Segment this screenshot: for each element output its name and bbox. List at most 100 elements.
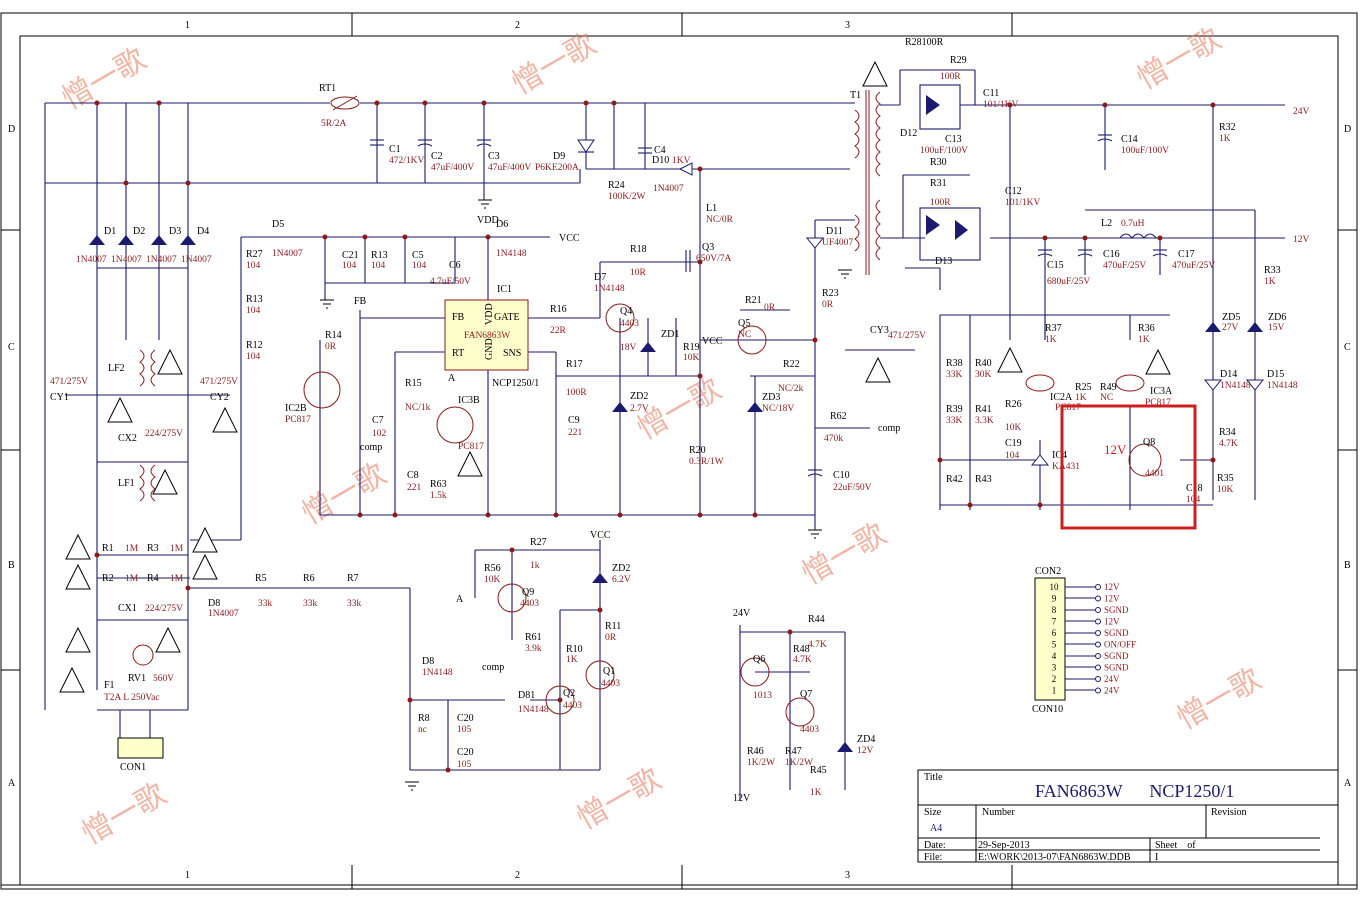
file-caption: File: xyxy=(924,852,942,863)
c12-label: C12 xyxy=(1005,186,1022,197)
warning-triangle-icon xyxy=(59,666,85,693)
r19-label: R19 xyxy=(683,342,700,353)
zd2b-value: 6.2V xyxy=(612,575,631,585)
r49-label: R49 xyxy=(1100,382,1117,393)
l1-value: NC/0R xyxy=(706,215,734,225)
q6-label: Q6 xyxy=(753,654,765,665)
r28-label: R28100R xyxy=(905,37,944,48)
q9-label: Q9 xyxy=(522,587,534,598)
date-value: 29-Sep-2013 xyxy=(978,840,1030,851)
con2-pin-terminal xyxy=(1095,676,1101,682)
r40-label: R40 xyxy=(975,358,992,369)
c15-label: C15 xyxy=(1047,260,1064,271)
cx1-label: CX1 xyxy=(118,603,137,614)
r24-label: R24 xyxy=(608,180,625,191)
d1-label: D1 xyxy=(104,226,116,237)
q4-value: 4403 xyxy=(620,319,639,329)
lf1-label: LF1 xyxy=(118,478,135,489)
r41-value: 3.3K xyxy=(975,416,994,426)
out-12v-label: 12V xyxy=(1293,235,1310,245)
r63-value: 1.5k xyxy=(430,491,447,501)
zd5-value: 27V xyxy=(1222,323,1239,333)
c4-value: 1KV xyxy=(672,156,691,166)
zd1-label: ZD1 xyxy=(661,329,679,340)
r17-value: 100R xyxy=(566,388,587,398)
d8b-value: 1N4148 xyxy=(422,668,453,678)
warning-triangle-icon xyxy=(192,553,218,580)
rt1-label: RT1 xyxy=(319,83,336,94)
r26-label: R26 xyxy=(1005,399,1022,410)
r19-value: 10K xyxy=(683,353,700,363)
r14-label: R14 xyxy=(325,330,342,341)
c6-value: 4.7uF/50V xyxy=(430,277,471,287)
zd2b-label: ZD2 xyxy=(612,563,630,574)
r25-value: 1K xyxy=(1075,393,1087,403)
con2-pin-signal: SGND xyxy=(1104,605,1129,615)
r12-value: 104 xyxy=(246,352,261,362)
con2-pin-signal: 24V xyxy=(1104,686,1120,696)
r26-value: 10K xyxy=(1005,423,1022,433)
q6-value: 1013 xyxy=(753,691,772,701)
r27b-value: 1k xyxy=(530,561,540,571)
ic3b-label: IC3B xyxy=(458,395,480,406)
c3-value: 47uF/400V xyxy=(488,163,531,173)
zd4-label: ZD4 xyxy=(857,734,875,745)
ic1-pin-gnd: GND xyxy=(484,338,495,360)
r16-label: R16 xyxy=(550,304,567,315)
watermark: 憎一歌 xyxy=(57,42,152,117)
r31-label: R31 xyxy=(930,178,947,189)
con2-pin-signal: SGND xyxy=(1104,628,1129,638)
warning-triangle-icon xyxy=(107,396,133,423)
r23-label: R23 xyxy=(822,288,839,299)
c19-label: C19 xyxy=(1005,438,1022,449)
r39-label: R39 xyxy=(946,404,963,415)
d2-value: 1N4007 xyxy=(111,255,142,265)
r33-label: R33 xyxy=(1264,265,1281,276)
r48-value: 4.7K xyxy=(793,655,812,665)
c12-value: 101/1KV xyxy=(1005,198,1041,208)
r46-label: R46 xyxy=(747,746,764,757)
q3-value: 650V/7A xyxy=(696,254,732,264)
sheet-caption: Sheet of xyxy=(1155,840,1196,851)
r7-label: R7 xyxy=(347,573,359,584)
ic2a-value: PC817 xyxy=(1055,403,1081,413)
r27b-label: R27 xyxy=(530,537,547,548)
vcc-net-label-2: VCC xyxy=(702,336,723,347)
r62-value: 470k xyxy=(824,434,843,444)
r45-label: R45 xyxy=(810,765,827,776)
d7-label: D7 xyxy=(594,272,606,283)
q1-value: 4403 xyxy=(601,679,620,689)
row-label-b: B xyxy=(8,560,15,571)
r3-value: 1M xyxy=(170,544,184,554)
r48-label: R48 xyxy=(793,644,810,655)
ic2b-label: IC2B xyxy=(285,403,307,414)
zd6-value: 15V xyxy=(1268,323,1285,333)
r37-value: 1K xyxy=(1045,335,1057,345)
row-label-d-right: D xyxy=(1344,124,1351,135)
cx1-value: 224/275V xyxy=(145,604,183,614)
v12-net-label: 12V xyxy=(733,793,751,804)
col-label-2-bottom: 2 xyxy=(515,870,520,881)
row-label-d: D xyxy=(8,124,15,135)
warning-triangle-icon xyxy=(865,356,891,383)
c8-label: C8 xyxy=(407,470,419,481)
c21-label: C21 xyxy=(342,250,359,261)
c4-label: C4 xyxy=(654,145,666,156)
con2-pin-terminal xyxy=(1095,687,1101,694)
con2-pin-signal: 12V xyxy=(1104,594,1120,604)
vdd-net-label: VDD xyxy=(477,215,499,226)
revision-caption: Revision xyxy=(1211,807,1247,818)
cy1-label: CY1 xyxy=(50,392,69,403)
c10-value: 22uF/50V xyxy=(833,483,872,493)
r13b-label: R13 xyxy=(371,250,388,261)
ic1-pin-sns: SNS xyxy=(503,348,521,359)
r2-value: 1M xyxy=(125,574,139,584)
r1-value: 1M xyxy=(125,544,139,554)
r32-label: R32 xyxy=(1219,122,1236,133)
comp-net-label-3: comp xyxy=(482,662,504,673)
highlight-box: 12V xyxy=(1060,404,1197,530)
ic4-value: KA431 xyxy=(1052,462,1080,472)
r44-label: R44 xyxy=(808,614,825,625)
con1-label: CON1 xyxy=(120,762,146,773)
col-label-1-bottom: 1 xyxy=(185,870,190,881)
